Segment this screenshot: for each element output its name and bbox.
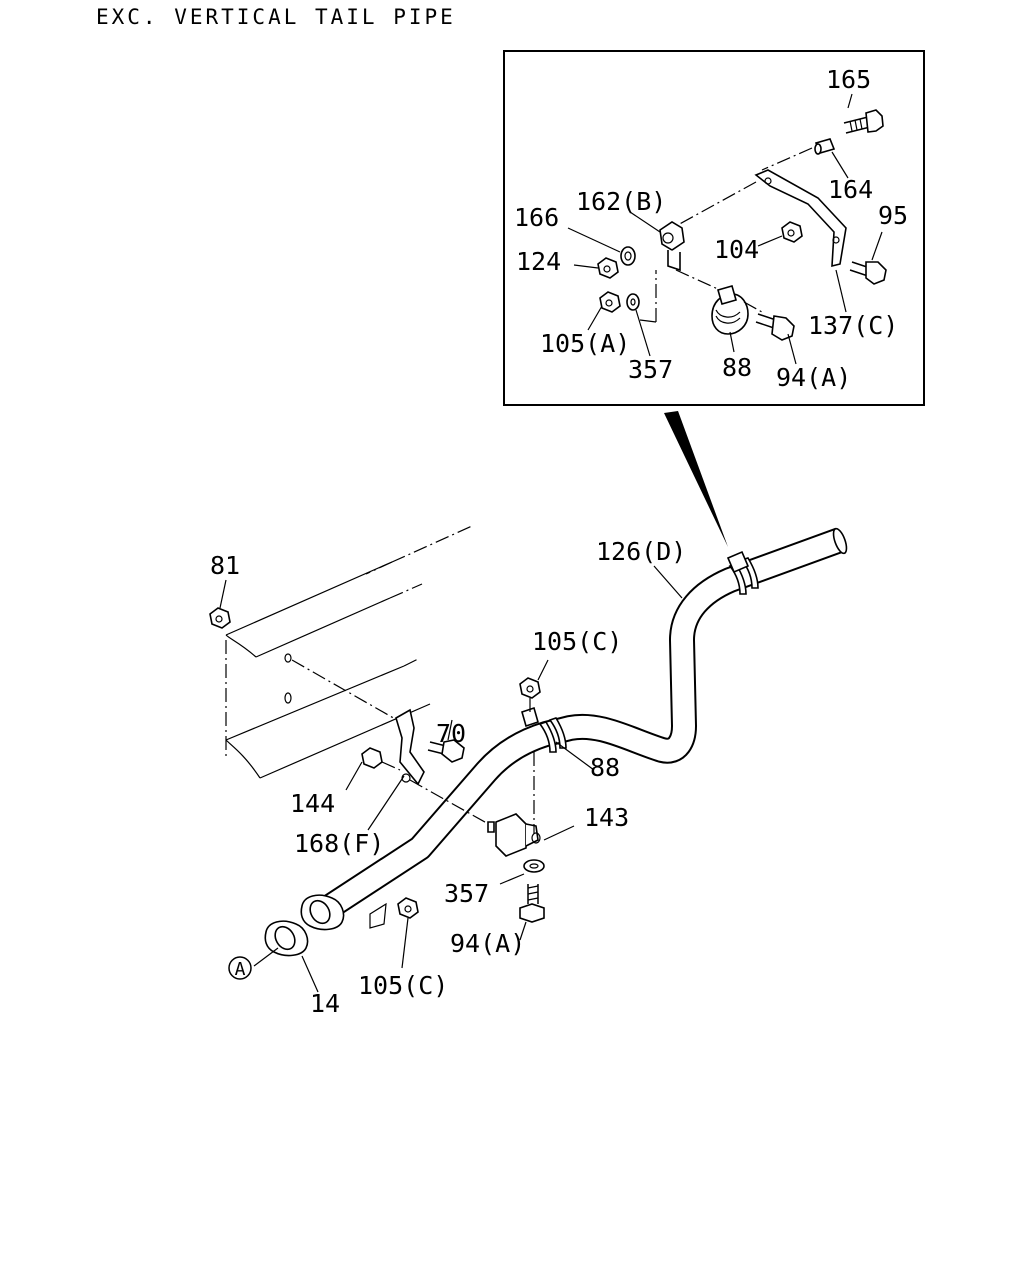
label-14: 14 xyxy=(310,989,340,1018)
hanger-bracket-shape xyxy=(395,708,425,786)
label-164: 164 xyxy=(828,175,873,204)
insulator-143-shape xyxy=(487,813,541,857)
bolt-94a-main-shape xyxy=(519,884,545,923)
label-95: 95 xyxy=(878,201,908,230)
label-70: 70 xyxy=(436,719,466,748)
label-104: 104 xyxy=(714,235,759,264)
bolt-95-shape xyxy=(849,261,887,285)
label-143: 143 xyxy=(584,803,629,832)
label-88-inset: 88 xyxy=(722,353,752,382)
washer-166-shape xyxy=(620,246,636,266)
label-124: 124 xyxy=(516,247,561,276)
label-126d: 126(D) xyxy=(596,537,686,566)
washer-357-inset-shape xyxy=(626,293,640,311)
label-357-inset: 357 xyxy=(628,355,673,384)
inset-frame xyxy=(503,50,925,406)
reference-a-label: A xyxy=(235,959,246,980)
nut-105a-shape xyxy=(599,291,621,313)
clamp-88-inset-shape xyxy=(711,285,749,335)
frame-mount-line xyxy=(291,659,405,725)
label-137c: 137(C) xyxy=(808,311,898,340)
label-105c-bottom: 105(C) xyxy=(358,971,448,1000)
gasket-14-shape xyxy=(264,920,309,957)
nut-81-shape xyxy=(209,607,231,629)
bolt-165-shape xyxy=(843,109,884,134)
label-94a-inset: 94(A) xyxy=(776,363,851,392)
label-105c-top: 105(C) xyxy=(532,627,622,656)
label-166: 166 xyxy=(514,203,559,232)
nut-124-shape xyxy=(597,257,619,279)
detail-inset: 165 164 162(B) 166 95 104 124 137(C) 105… xyxy=(503,50,925,406)
label-81: 81 xyxy=(210,551,240,580)
nut-105c-bottom-shape xyxy=(397,897,419,919)
label-94a-main: 94(A) xyxy=(450,929,525,958)
label-162b: 162(B) xyxy=(576,187,666,216)
reference-a-circle xyxy=(228,956,252,980)
bracket-137c-shape xyxy=(754,169,847,268)
label-357-main: 357 xyxy=(444,879,489,908)
exhaust-pipe-126d xyxy=(300,527,848,931)
nut-144-shape xyxy=(361,747,383,769)
spacer-164-shape xyxy=(814,138,836,155)
label-105a: 105(A) xyxy=(540,329,630,358)
label-144: 144 xyxy=(290,789,335,818)
label-168f: 168(F) xyxy=(294,829,384,858)
nut-105c-top-shape xyxy=(519,677,541,699)
detail-pointer xyxy=(664,411,728,547)
label-165: 165 xyxy=(826,65,871,94)
label-88-main: 88 xyxy=(590,753,620,782)
nut-104-shape xyxy=(781,221,803,243)
mount-162b-shape xyxy=(659,221,685,272)
washer-357-main-shape xyxy=(523,859,545,873)
bolt-70-shape xyxy=(427,739,465,763)
diagram-title: EXC. VERTICAL TAIL PIPE xyxy=(96,5,456,29)
